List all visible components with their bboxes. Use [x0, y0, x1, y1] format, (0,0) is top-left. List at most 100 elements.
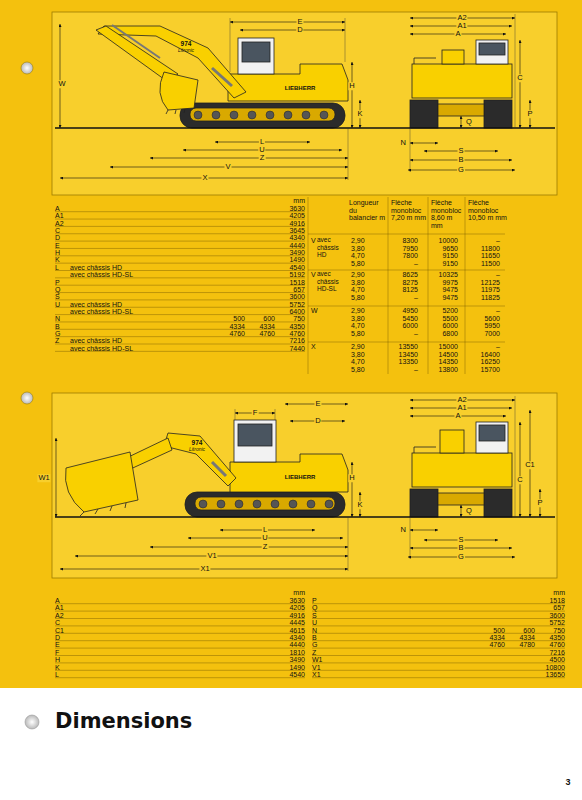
table-letter: H — [55, 656, 60, 663]
dimension-letter: U — [261, 534, 268, 542]
table-value: 4,70 — [351, 322, 365, 329]
unit-label: mm — [553, 589, 565, 596]
extension-line — [348, 128, 349, 180]
page-number: 3 — [565, 778, 570, 787]
table-letter: L — [55, 671, 59, 678]
dimension-letter: L — [259, 138, 265, 146]
table-value: 4440 — [289, 241, 305, 248]
extension-line — [275, 409, 276, 420]
table-rule — [308, 234, 505, 235]
table-rule — [465, 197, 466, 374]
table-value: 4340 — [289, 634, 305, 641]
table-value: 5,80 — [351, 329, 365, 336]
table-value: – — [414, 259, 418, 266]
row-letter: V — [311, 237, 316, 244]
track-roller — [230, 111, 238, 119]
table-letter: B — [55, 322, 60, 329]
dimension-letter: G — [457, 166, 465, 174]
table-text: avec châssis HD-SL — [70, 344, 133, 351]
table-value: 3,80 — [351, 278, 365, 285]
model-script: Litronic — [178, 48, 194, 53]
table-value: 2,90 — [351, 271, 365, 278]
table-rule — [55, 248, 305, 249]
table-value: 600 — [523, 626, 535, 633]
table-value: 6000 — [442, 322, 458, 329]
dimension-line — [352, 462, 353, 517]
dimension-letter: B — [457, 156, 464, 164]
table-rule — [55, 219, 305, 220]
table-value: 5752 — [289, 300, 305, 307]
table-value: 11975 — [481, 286, 500, 293]
dimension-letter: H — [348, 474, 355, 482]
table-value: 13450 — [399, 350, 418, 357]
dimension-letter: A1 — [456, 22, 467, 30]
column-header: Flèche monobloc 10,50 m mm — [468, 199, 508, 222]
table-value: – — [496, 237, 500, 244]
table-value: 16250 — [481, 358, 500, 365]
table-rule — [55, 648, 305, 649]
dimension-line — [150, 158, 348, 159]
table-rule — [55, 670, 305, 671]
row-letter: V — [311, 271, 316, 278]
table-value: 15000 — [439, 343, 458, 350]
table-value: 4440 — [289, 641, 305, 648]
table-value: – — [414, 293, 418, 300]
table-value: 9475 — [442, 286, 458, 293]
table-value: 4,70 — [351, 358, 365, 365]
dimension-letter: A2 — [456, 14, 467, 22]
table-letter: N — [55, 315, 60, 322]
column-header: Longueur du balancier m — [349, 199, 387, 222]
table-value: 4205 — [289, 212, 305, 219]
dimension-letter: P — [536, 499, 543, 507]
table-letter: P — [55, 278, 60, 285]
dimension-line — [461, 505, 462, 517]
table-value: 4780 — [519, 641, 535, 648]
table-value: 600 — [263, 315, 275, 322]
dimension-letter: H — [348, 82, 355, 90]
dimension-letter: B — [457, 544, 464, 552]
table-rule — [312, 655, 565, 656]
dimension-letter: N — [400, 526, 407, 534]
table-value: 3490 — [289, 656, 305, 663]
table-value: 4334 — [519, 634, 535, 641]
table-letter: U — [55, 300, 60, 307]
table-value: 10800 — [546, 663, 565, 670]
table-letter: D — [55, 634, 60, 641]
table-value: 13350 — [399, 358, 418, 365]
table-value: 4350 — [549, 634, 565, 641]
dimension-letter: C — [516, 476, 523, 484]
column-header: Flèche monobloc 8,60 m mm — [431, 199, 465, 229]
track-roller — [194, 111, 202, 119]
dimension-letter: C — [516, 74, 523, 82]
table-value: 3,80 — [351, 314, 365, 321]
table-rule — [308, 197, 309, 374]
table-letter: P — [312, 597, 317, 604]
extension-line — [515, 396, 516, 517]
table-value: 9650 — [442, 244, 458, 251]
table-letter: A1 — [55, 212, 64, 219]
table-letter: X1 — [312, 671, 321, 678]
dimension-letter: F — [252, 409, 259, 417]
table-rule — [428, 197, 429, 374]
table-letter: L — [55, 263, 59, 270]
dimension-letter: W — [57, 80, 66, 88]
dimension-letter: V — [224, 163, 231, 171]
table-value: 6400 — [289, 307, 305, 314]
table-value: – — [496, 307, 500, 314]
table-letter: A2 — [55, 219, 64, 226]
table-letter: A — [55, 205, 60, 212]
track-roller — [307, 500, 315, 508]
track-roller — [284, 111, 292, 119]
unit-label: mm — [293, 197, 305, 204]
table-value: – — [496, 343, 500, 350]
table-value: – — [414, 329, 418, 336]
table-letter: H — [55, 249, 60, 256]
table-value: 11800 — [481, 244, 500, 251]
table-value: – — [496, 271, 500, 278]
table-value: 750 — [293, 315, 305, 322]
table-value: 4760 — [489, 641, 505, 648]
table-value: 657 — [293, 285, 305, 292]
table-value: 4540 — [289, 671, 305, 678]
dimension-letter: Q — [465, 507, 473, 515]
